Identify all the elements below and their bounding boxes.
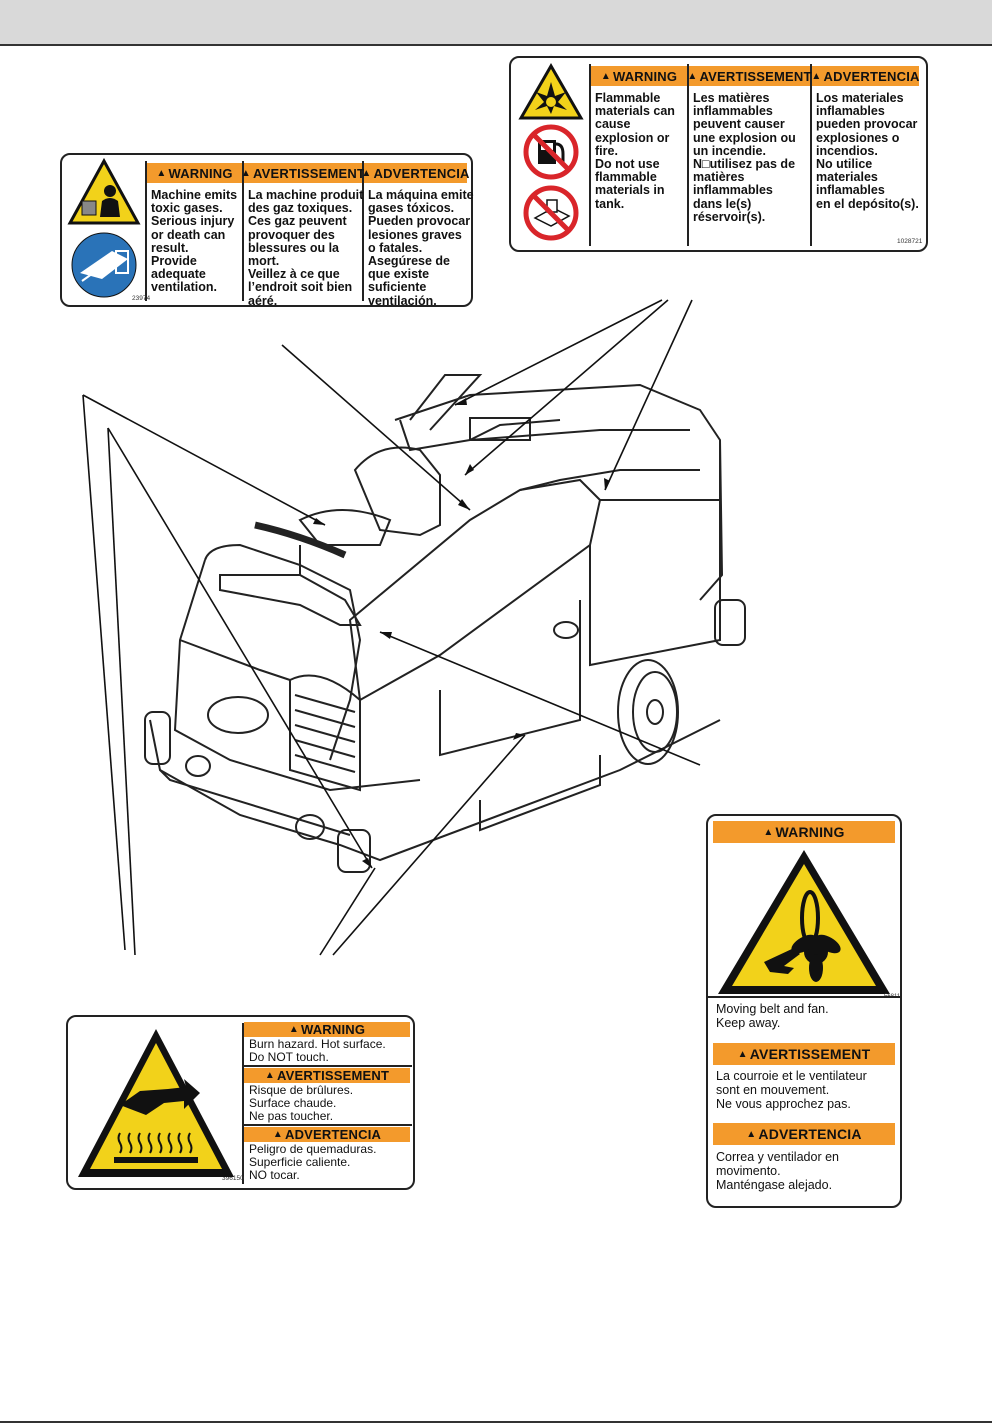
text-fr: Les matières inflammables peuvent causer… [693,91,796,224]
gas-icons [67,157,141,298]
warning-header-en: ▲WARNING [713,821,895,843]
decal-code: 23974 [132,295,151,302]
warning-header-en: ▲WARNING [147,163,242,183]
warning-header-fr: ▲AVERTISSEMENT [241,163,365,183]
text-fr: Risque de brûlures. Surface chaude. Ne p… [249,1083,354,1123]
text-es: Correa y ventilador en movimento. Mantén… [716,1150,839,1192]
no-flammable-tank-icon [523,185,579,241]
page-header-bar [0,0,992,46]
text-es: Peligro de quemaduras. Superficie calien… [249,1142,377,1182]
warning-header-fr: ▲AVERTISSEMENT [687,66,811,86]
machine-body [144,374,746,873]
warning-header-en: ▲WARNING [591,66,687,86]
text-en: Moving belt and fan. Keep away. [716,1002,829,1030]
decal-code: 1028721 [897,238,923,245]
warning-header-es: ▲ADVERTENCIA [244,1127,410,1142]
fire-icons [518,62,584,241]
decal-toxic-gas: ▲WARNING ▲AVERTISSEMENT ▲ADVERTENCIA Mac… [60,153,474,308]
warning-header-es: ▲ADVERTENCIA [811,66,919,86]
toxic-gas-icon [67,157,141,225]
text-fr: La machine produit des gaz toxiques. Ces… [248,188,364,308]
text-en: Machine emits toxic gases. Serious injur… [151,188,238,295]
decal-flammable: ▲WARNING ▲AVERTISSEMENT ▲ADVERTENCIA Fla… [509,56,928,252]
warning-header-es: ▲ADVERTENCIA [713,1123,895,1145]
warning-header-fr: ▲AVERTISSEMENT [713,1043,895,1065]
decal-code: 396150 [222,1175,244,1182]
page-footer-rule [0,1421,992,1423]
text-es: La máquina emite gases tóxicos. Pueden p… [368,188,474,308]
text-fr: La courroie et le ventilateur sont en mo… [716,1069,867,1111]
explosion-hazard-icon [518,62,584,120]
ventilation-icon [71,232,137,298]
decal-moving-belt: ▲WARNING 56811 Moving belt and fan. Keep… [706,814,902,1208]
no-fuel-icon [523,124,579,180]
text-es: Los materiales inflamables pueden provoc… [816,91,919,211]
leader-lines [82,299,701,956]
text-en: Flammable materials can cause explosion … [595,91,675,211]
text-en: Burn hazard. Hot surface. Do NOT touch. [249,1037,386,1064]
warning-header-fr: ▲AVERTISSEMENT [244,1068,410,1083]
decal-burn-hazard: ▲WARNING Burn hazard. Hot surface. Do NO… [66,1015,415,1190]
warning-header-es: ▲ADVERTENCIA [361,163,469,183]
warning-header-en: ▲WARNING [244,1022,410,1037]
hot-surface-icon [78,1029,234,1177]
